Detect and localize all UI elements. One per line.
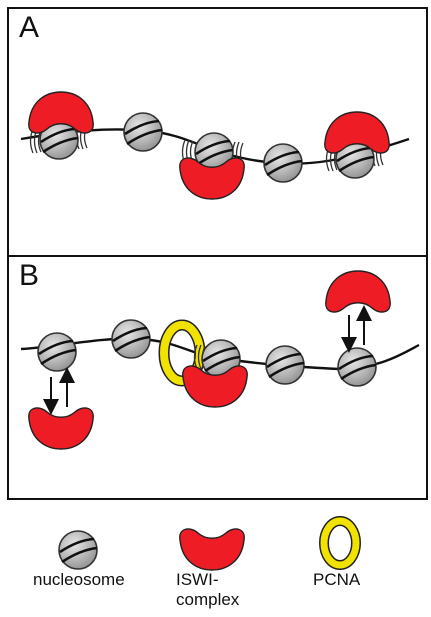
nucleosome — [122, 111, 164, 153]
panel-b-label: B — [19, 259, 40, 292]
nucleosome — [262, 142, 304, 184]
panel-a-label: A — [19, 11, 40, 44]
legend-iswi-icon — [179, 528, 245, 571]
panel-b: B — [7, 255, 428, 500]
legend-pcna-label: PCNA — [313, 570, 361, 589]
panel-a: A — [7, 7, 428, 257]
legend-pcna-icon-outline — [319, 516, 361, 570]
nucleosome — [264, 344, 306, 386]
iswi-complex-free — [325, 270, 391, 313]
legend-nucleosome-icon — [57, 529, 99, 571]
iswi-complex-free — [28, 407, 94, 450]
nucleosome — [110, 318, 152, 360]
legend-nucleosome-label: nucleosome — [33, 570, 125, 589]
nucleosome — [36, 331, 78, 373]
panel-b-diagram — [20, 270, 420, 450]
legend-iswi-label: ISWI- complex — [176, 570, 240, 609]
nucleosome — [336, 346, 378, 388]
legend-pcna-icon — [320, 517, 360, 569]
panel-a-diagram — [20, 91, 410, 200]
pcna-ring — [160, 321, 204, 385]
